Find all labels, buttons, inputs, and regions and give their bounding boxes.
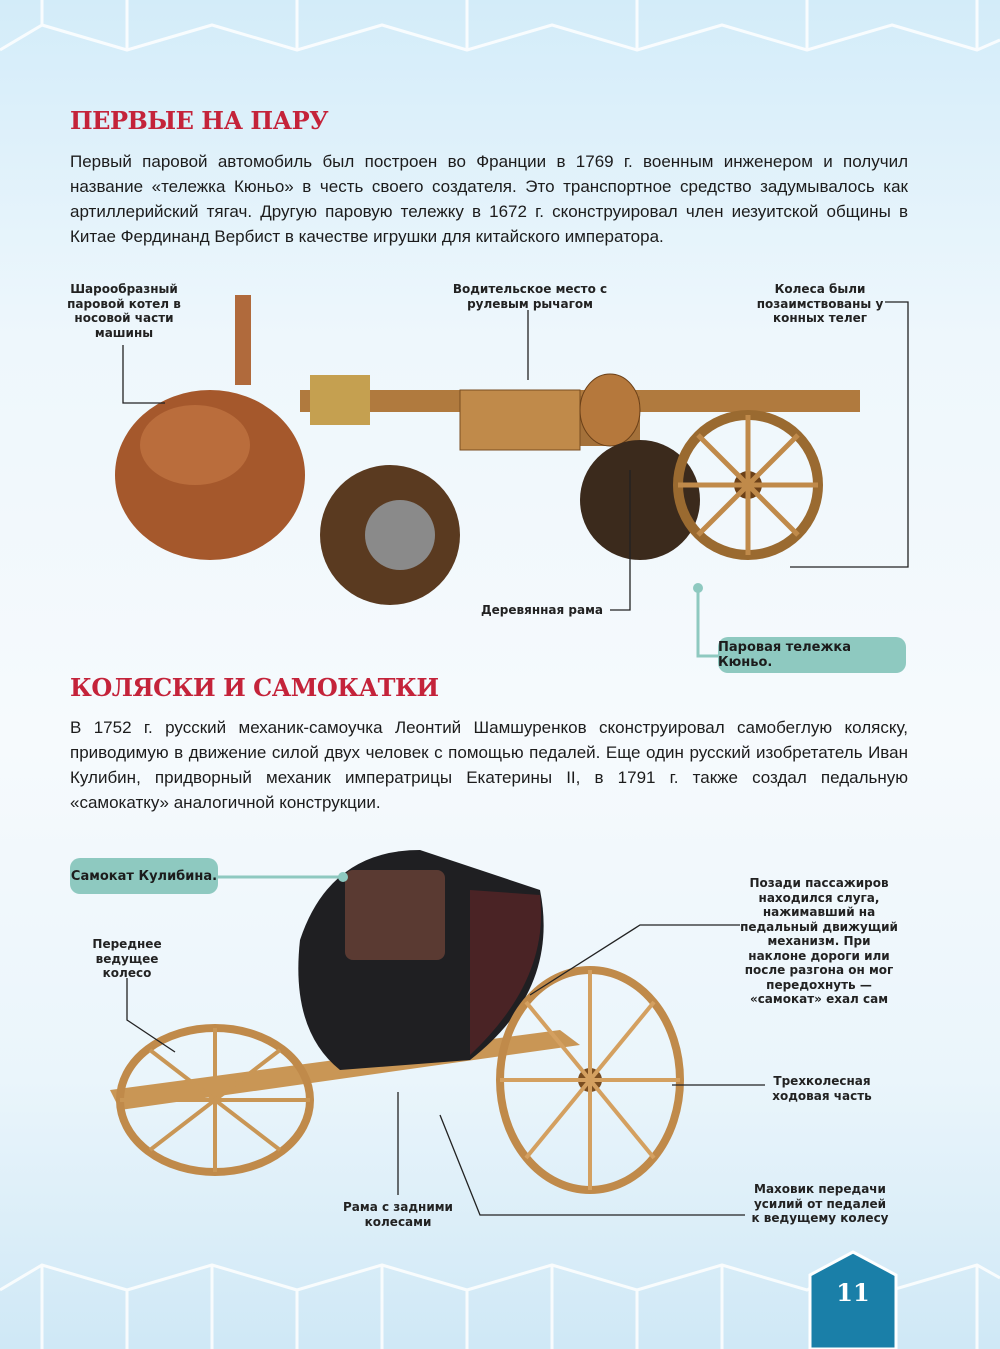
page-number-tab bbox=[808, 1250, 898, 1349]
label-driver-seat: Водительское место с рулевым рычагом bbox=[452, 282, 608, 311]
front-wheel bbox=[116, 1024, 314, 1176]
kulibin-self-propelled-carriage-illustration bbox=[110, 850, 765, 1216]
cugnot-steam-wagon-illustration bbox=[115, 295, 909, 658]
caption-kulibin: Самокат Кулибина. bbox=[70, 858, 218, 894]
caption-cugnot: Паровая тележка Кюньо. bbox=[718, 637, 906, 673]
section-title-carriages: КОЛЯСКИ И САМОКАТКИ bbox=[70, 673, 439, 702]
page-number: 11 bbox=[836, 1278, 870, 1307]
section-title-steam: ПЕРВЫЕ НА ПАРУ bbox=[70, 106, 329, 135]
label-three-wheels: Трехколесная ходовая часть bbox=[772, 1074, 872, 1103]
label-servant: Позади пассажиров находился слуга, нажим… bbox=[740, 876, 898, 1006]
rear-wheel bbox=[496, 966, 684, 1194]
label-flywheel: Маховик передачи усилий от педалей к вед… bbox=[751, 1182, 889, 1225]
rear-wheel bbox=[673, 410, 823, 560]
section-paragraph-steam: Первый паровой автомобиль был построен в… bbox=[70, 152, 908, 246]
label-front-wheel: Переднее ведущее колесо bbox=[92, 937, 162, 980]
label-wheels: Колеса были позаимствованы у конных теле… bbox=[756, 282, 884, 325]
label-frame: Деревянная рама bbox=[480, 603, 603, 617]
section-paragraph-carriages: В 1752 г. русский механик-самоучка Леонт… bbox=[70, 718, 908, 812]
label-rear-frame: Рама с задними колесами bbox=[343, 1200, 453, 1229]
label-boiler: Шарообразный паровой котел в носовой час… bbox=[67, 282, 181, 340]
